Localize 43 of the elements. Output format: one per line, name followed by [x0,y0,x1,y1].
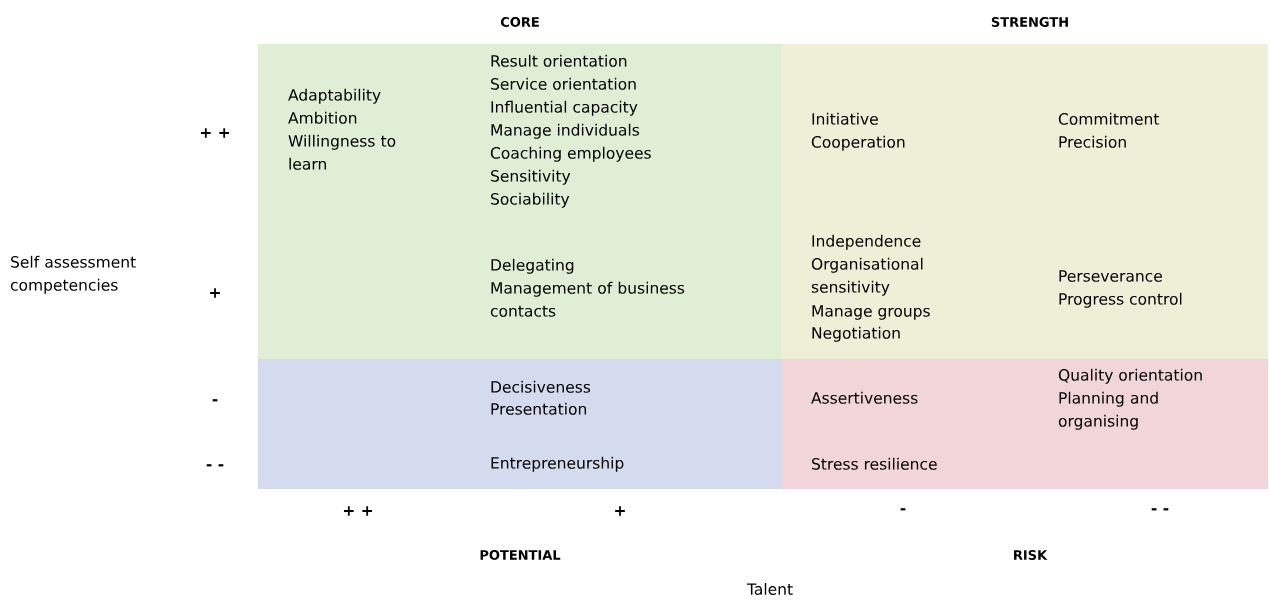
axis-title: Self assessment competencies [10,255,136,294]
competency-label: Stress resilience [812,457,937,470]
scale-mark: + + [200,128,230,138]
competency-label: Precision [1059,135,1126,148]
scale-mark: - - [206,464,224,467]
axis-title: Talent [746,583,793,595]
competency-label: Result orientation [491,54,627,67]
quadrant-heading: POTENTIAL [480,550,561,560]
competency-label: Commitment [1058,112,1160,125]
competency-label: Sensitivity [491,169,571,185]
competency-label: Quality orientation [1058,368,1202,384]
competency-label: Cooperation [811,135,905,151]
competency-label: Progress control [1059,292,1182,308]
quadrant-heading: RISK [1014,550,1048,560]
scale-mark: + [210,288,220,298]
scale-mark: + [615,506,625,516]
quadrant-heading: STRENGTH [991,17,1068,27]
competency-label: Entrepreneurship [491,456,624,472]
competency-label: Service orientation [491,77,636,90]
competency-label: Independence [812,234,921,250]
competency-label: Decisiveness [491,380,591,393]
competency-label: Perseverance [1059,270,1162,282]
competency-label: Manage groups [812,305,930,320]
competency-label: Negotiation [812,326,900,342]
competency-label: Influential capacity [491,100,638,116]
competency-label: Coaching employees [490,146,651,162]
competency-label: Willingness to learn [288,134,396,170]
competency-label: Planning and organising [1058,391,1158,430]
competency-label: Organisational sensitivity [811,257,923,296]
competency-label: Initiative [812,112,878,125]
competency-label: Ambition [288,111,357,124]
scale-mark: + + [343,506,373,516]
scale-mark: - [212,399,218,402]
competency-label: Sociability [491,192,570,208]
competency-label: Assertiveness [811,391,918,404]
scale-mark: - [900,508,906,511]
scale-mark: - - [1151,508,1169,511]
competency-label: Management of business contacts [490,281,685,317]
quadrant-heading: CORE [500,17,539,27]
competency-label: Delegating [491,258,574,274]
competency-label: Manage individuals [491,123,640,139]
competency-label: Adaptability [288,88,381,104]
competency-label: Presentation [491,402,587,415]
